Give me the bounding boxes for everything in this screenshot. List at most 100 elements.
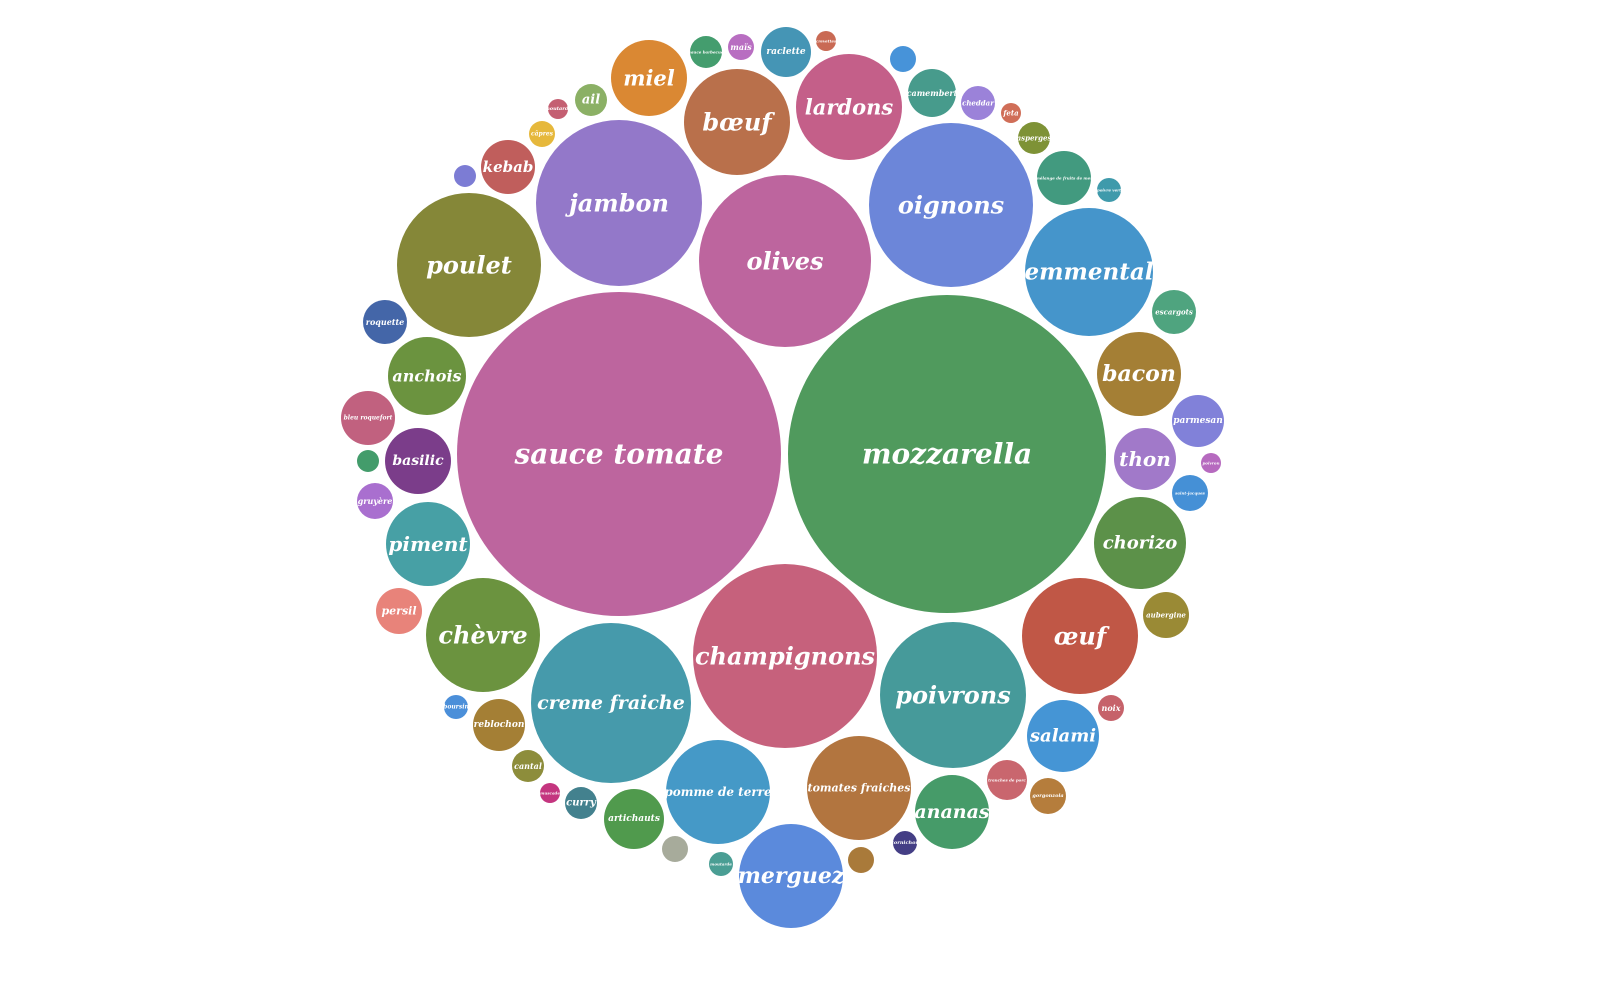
bubble-circle [1037,151,1091,205]
bubble-bleu-roquefort: bleu roquefort [341,391,395,445]
bubble-circle [869,123,1033,287]
bubble-circle [426,578,540,692]
bubble-sauce-tomate: sauce tomate [457,292,781,616]
bubble-lardons: lardons [796,54,902,160]
bubble-roquette: roquette [363,300,407,344]
bubble-circle [611,40,687,116]
bubble-persil: persil [376,588,422,634]
bubble-boursin: boursin [443,695,469,719]
bubble-circle [728,34,754,60]
bubble-circle [1001,103,1021,123]
bubble-crevettes: crevettes [816,31,837,51]
bubble-cornichon: cornichon [891,831,919,855]
bubble-melange-de-fruits-de-mer: mélange de fruits de mer [1036,151,1093,205]
bubble-circle [512,750,544,782]
bubble-tranches-de-porc: tranches de porc [987,760,1027,800]
bubble-circle [454,165,476,187]
bubble-circle [666,740,770,844]
bubble-circle [880,622,1026,768]
bubble-circle [536,120,702,286]
bubble-poulet: poulet [397,193,541,337]
bubble-pomme-de-terre: pomme de terre [664,740,772,844]
bubble-olives: olives [699,175,871,347]
bubble-circle [807,736,911,840]
bubble-poivron: poivron [1201,453,1221,473]
bubble-circle [987,760,1027,800]
bubble-tomates-fraiches: tomates fraiches [807,736,911,840]
bubble-circle [388,337,466,415]
bubble-jambon: jambon [536,120,702,286]
bubble-circle [363,300,407,344]
bubble-unlabeled [848,847,874,873]
bubble-piment: piment [386,502,470,586]
bubble-boeuf: bœuf [684,69,790,175]
bubble-circle [1172,395,1224,447]
bubble-muscade: muscade [540,783,560,803]
bubble-unlabeled [662,836,688,862]
bubble-circle [548,99,568,119]
bubble-champignons: champignons [693,564,877,748]
bubble-circle [662,836,688,862]
bubble-parmesan: parmesan [1172,395,1224,447]
bubble-gruyere: gruyère [357,483,393,519]
bubble-feta: feta [1001,103,1021,123]
bubble-kebab: kebab [481,140,535,194]
bubble-unlabeled [454,165,476,187]
bubble-mozzarella: mozzarella [788,295,1106,613]
bubble-circle [693,564,877,748]
bubble-reblochon: reblochon [473,699,525,751]
bubble-circle [690,36,722,68]
bubble-merguez: merguez [738,824,845,928]
bubble-circle [565,787,597,819]
bubble-moutarde: moutarde [544,99,572,119]
bubble-mais: maïs [728,34,754,60]
bubble-gorgonzola: gorgonzola [1030,778,1066,814]
bubble-unlabeled [890,46,916,72]
bubble-circle [739,824,843,928]
bubble-anchois: anchois [388,337,466,415]
bubble-circle [1025,208,1153,336]
bubble-circle [385,428,451,494]
bubble-cantal: cantal [512,750,544,782]
bubble-cheddar: cheddar [961,86,995,120]
bubble-oignons: oignons [869,123,1033,287]
bubble-circle [529,121,555,147]
bubble-creme-fraiche: creme fraiche [531,623,691,783]
bubble-circle [848,847,874,873]
bubble-emmental: emmental [1025,208,1154,336]
bubble-thon: thon [1114,428,1176,490]
bubble-circle [961,86,995,120]
bubble-circle [1018,122,1050,154]
bubble-circle [604,789,664,849]
bubble-miel: miel [611,40,687,116]
bubble-ail: ail [575,84,607,116]
bubble-circle [1201,453,1221,473]
bubble-circle [1114,428,1176,490]
bubble-circle [1098,695,1124,721]
bubble-circle [699,175,871,347]
bubble-aubergine: aubergine [1143,592,1189,638]
bubble-salami: salami [1027,700,1099,772]
bubble-circle [473,699,525,751]
bubble-circle [397,193,541,337]
bubble-moutarde: moutarde [709,852,733,876]
bubble-circle [1143,592,1189,638]
bubble-circle [1094,497,1186,589]
bubble-circle [357,483,393,519]
bubble-chevre: chèvre [426,578,540,692]
bubble-bacon: bacon [1097,332,1181,416]
bubble-unlabeled [357,450,379,472]
bubble-circle [1172,475,1208,511]
bubble-circle [709,852,733,876]
bubble-raclette: raclette [761,27,811,77]
bubble-circle [1097,332,1181,416]
bubble-circle [893,831,917,855]
bubble-asperges: asperges [1017,122,1051,154]
bubble-capres: câpres [529,121,555,147]
bubble-artichauts: artichauts [604,789,664,849]
bubble-circle [890,46,916,72]
bubble-circle [1022,578,1138,694]
bubble-oeuf: œuf [1022,578,1138,694]
